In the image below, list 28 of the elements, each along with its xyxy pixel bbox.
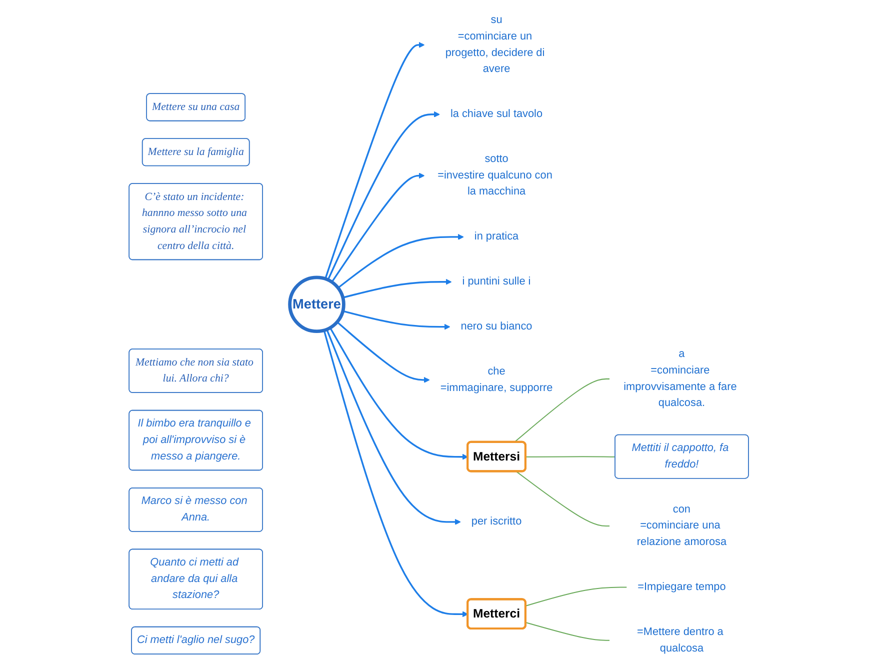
node-text: su =cominciare un progetto, decidere di avere — [445, 14, 545, 75]
connector — [516, 471, 610, 527]
node-text: nero su bianco — [460, 320, 532, 332]
connector — [526, 622, 610, 641]
node-text: a =cominciare improvvisamente a fare qualcosa. — [624, 348, 737, 409]
node-text: =Impiegare tempo — [638, 581, 726, 593]
node-text: =Mettere dentro a qualcosa — [637, 626, 724, 654]
arrow — [326, 329, 461, 525]
node-text: la chiave sul tavolo — [450, 108, 543, 120]
arrow — [342, 278, 452, 298]
node-text: con =cominciare una relazione amorosa — [636, 504, 727, 548]
arrow — [327, 111, 440, 280]
connector — [526, 586, 627, 606]
arrow — [342, 310, 450, 330]
connector — [514, 378, 610, 443]
node-text: per iscritto — [471, 516, 522, 528]
node-circle: Mettere — [288, 276, 346, 333]
arrow — [336, 321, 430, 383]
arrow — [324, 42, 425, 280]
node-text: i puntini sulle i — [462, 276, 531, 288]
node-text: in pratica — [474, 230, 519, 242]
node-text: sotto =investire qualcuno con la macchina — [438, 153, 552, 198]
arrow — [331, 172, 425, 283]
arrow — [323, 330, 468, 618]
arrow — [338, 234, 464, 289]
connector — [526, 456, 616, 458]
node-text: che =immaginare, supporre — [440, 366, 553, 394]
arrow — [329, 327, 468, 460]
